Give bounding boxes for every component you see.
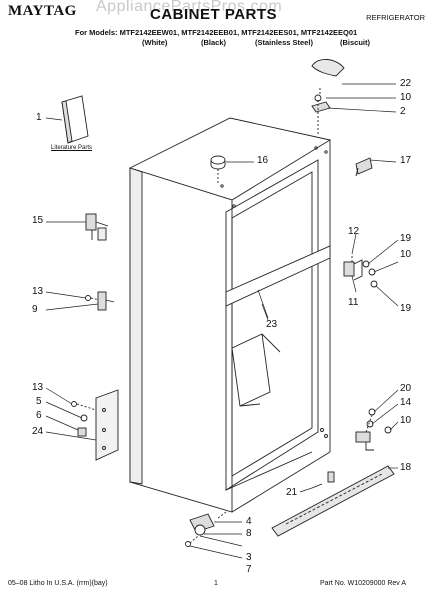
page-title: CABINET PARTS — [150, 6, 278, 23]
variant-biscuit: (Biscuit) — [340, 38, 370, 47]
callout-20: 20 — [400, 383, 412, 394]
callout-18: 18 — [400, 462, 412, 473]
callout-12: 12 — [348, 226, 360, 237]
callout-17: 17 — [400, 155, 412, 166]
callout-22: 22 — [400, 78, 412, 89]
cabinet-body — [128, 117, 332, 513]
callout-13-upper: 13 — [32, 286, 44, 297]
callout-5: 5 — [36, 396, 42, 407]
callout-2: 2 — [400, 106, 406, 117]
brand-logo: MAYTAG — [8, 3, 77, 19]
literature-parts-label: Literature Parts — [51, 145, 93, 151]
part-top-hinge — [311, 88, 331, 136]
callout-7: 7 — [246, 564, 252, 575]
callout-15: 15 — [32, 215, 44, 226]
callout-11: 11 — [348, 297, 359, 308]
callout-13-lower: 13 — [32, 382, 44, 393]
callout-10-middle: 10 — [400, 249, 412, 260]
callout-1: 1 — [36, 112, 42, 123]
part-toe-grille-18 — [271, 465, 395, 537]
part-lower-right-hinge — [355, 408, 392, 451]
part-bracket-17 — [355, 157, 373, 177]
callout-4: 4 — [246, 516, 252, 527]
callout-24: 24 — [32, 426, 44, 437]
literature-booklet — [61, 95, 89, 144]
part-plug-16 — [210, 155, 226, 184]
leader-lines — [45, 83, 399, 559]
variant-white: (White) — [142, 38, 168, 47]
footer-part-number: Part No. W10209000 Rev A — [320, 580, 406, 587]
part-lower-hinge-plate-24 — [71, 389, 119, 461]
callout-19-upper: 19 — [400, 233, 412, 244]
callout-14: 14 — [400, 397, 412, 408]
callout-10-top: 10 — [400, 92, 412, 103]
footer-page-number: 1 — [214, 580, 218, 587]
part-left-bracket-9 — [85, 291, 115, 311]
callout-8: 8 — [246, 528, 252, 539]
part-roller-assembly — [185, 511, 227, 547]
variant-stainless: (Stainless Steel) — [255, 38, 313, 47]
callout-9: 9 — [32, 304, 38, 315]
callout-3: 3 — [246, 552, 252, 563]
part-hinge-15 — [85, 213, 109, 241]
part-center-hinge — [343, 256, 378, 288]
category-label: REFRIGERATOR — [366, 13, 425, 22]
callout-19-lower: 19 — [400, 303, 412, 314]
variant-black: (Black) — [201, 38, 227, 47]
callout-23: 23 — [266, 319, 278, 330]
callout-10-bottom: 10 — [400, 415, 412, 426]
watermark-text: AppliancePartsPros.com — [96, 0, 283, 15]
part-hinge-cover-22 — [311, 59, 345, 77]
footer-litho: 05–08 Litho In U.S.A. (rrm)(bay) — [8, 580, 108, 587]
callout-16: 16 — [257, 155, 269, 166]
callout-6: 6 — [36, 410, 42, 421]
callout-21: 21 — [286, 487, 298, 498]
models-line: For Models: MTF2142EEW01, MTF2142EEB01, … — [75, 28, 358, 37]
